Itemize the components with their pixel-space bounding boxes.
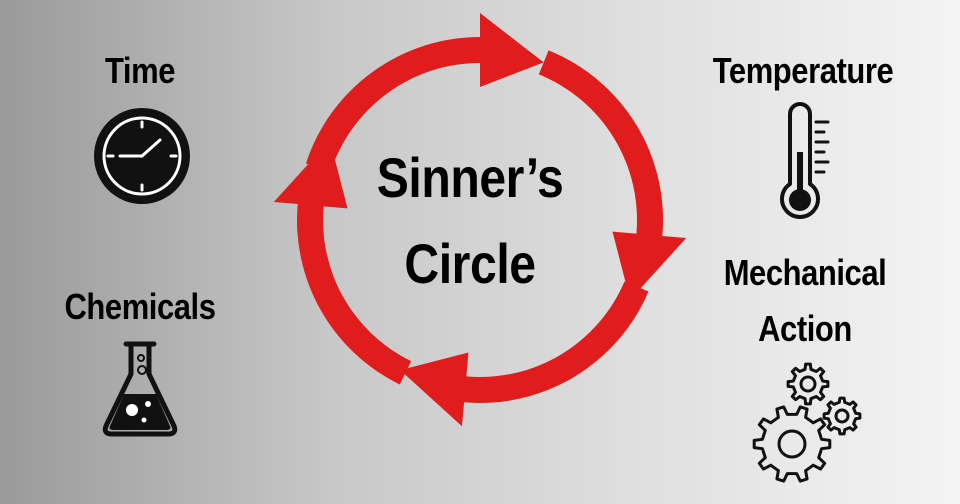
title-line-2: Circle — [404, 232, 536, 295]
cycle-arrows — [273, 13, 687, 427]
flask-icon — [102, 341, 178, 437]
factor-label-mechanical-line-2: Action — [758, 308, 852, 349]
cycle-arrow-top — [305, 13, 544, 172]
gear-large-hub — [777, 429, 807, 459]
gears-icon — [752, 362, 862, 483]
factor-label-chemicals: Chemicals — [64, 286, 216, 327]
gear-medium-hub — [799, 375, 817, 393]
cycle-arrow-left — [273, 140, 412, 385]
clock-icon — [94, 108, 190, 204]
thermometer-icon — [780, 102, 830, 219]
gear-large — [752, 405, 832, 483]
factor-label-mechanical-line-1: Mechanical — [723, 252, 887, 293]
factor-label-time: Time — [105, 50, 175, 91]
title-line-1: Sinner’s — [376, 146, 564, 209]
cycle-arrow-right — [538, 50, 687, 300]
factor-label-temperature: Temperature — [712, 50, 894, 91]
gear-small-hub — [834, 408, 850, 424]
gear-small — [822, 396, 862, 436]
cycle-arrow-bottom — [400, 281, 649, 427]
gear-medium — [786, 362, 830, 406]
